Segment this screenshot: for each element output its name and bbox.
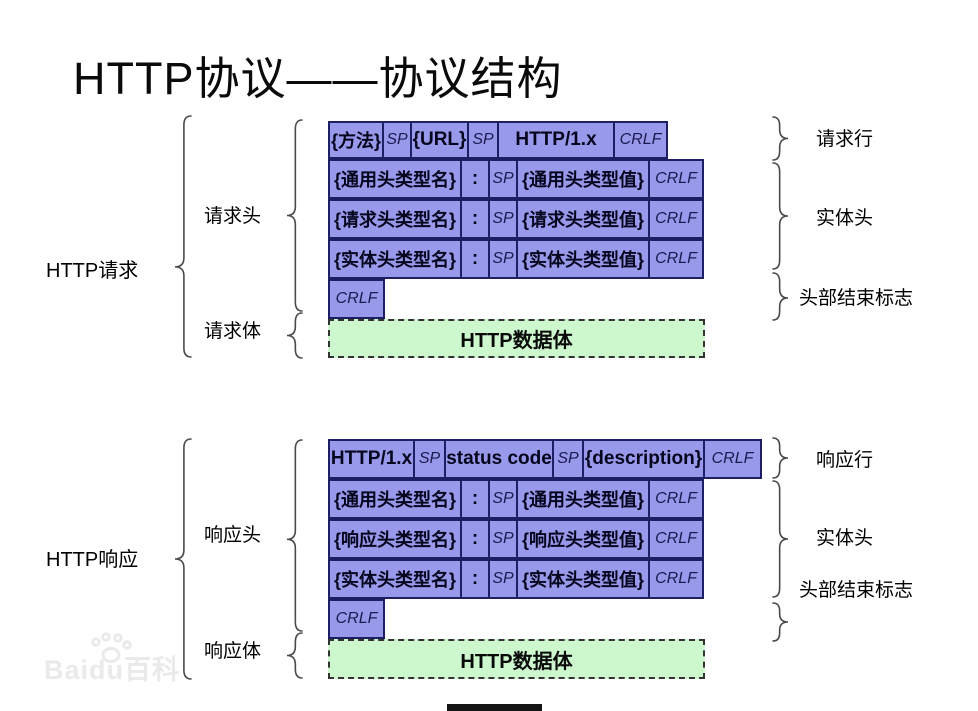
annotation-request-line: 请求行 [816, 129, 874, 150]
brace-response-headers [286, 439, 303, 632]
crlf-cell: CRLF [648, 159, 704, 199]
response-line-row: HTTP/1.x SP {status code} SP {descriptio… [328, 439, 762, 479]
response-description-cell: {description} [582, 439, 705, 479]
header-value-cell: {实体头类型值} [516, 239, 650, 279]
request-http-version-cell: HTTP/1.x [497, 121, 615, 159]
response-crlf-cell: CRLF [703, 439, 762, 479]
header-value-cell: {通用头类型值} [516, 159, 650, 199]
brace-request-headers [286, 119, 303, 312]
sp-cell: SP [488, 159, 518, 199]
label-http-response: HTTP响应 [46, 549, 139, 571]
crlf-cell: CRLF [648, 479, 704, 519]
brace-response-group [174, 438, 192, 680]
brace-response-entity-headers [772, 480, 789, 598]
annotation-response-headers-end: 头部结束标志 [799, 580, 914, 601]
brace-request-entity-headers [772, 162, 789, 270]
colon-cell: : [460, 239, 490, 279]
crlf-cell: CRLF [648, 199, 704, 239]
colon-cell: : [460, 559, 490, 599]
response-headers-end-crlf: CRLF [328, 599, 385, 639]
request-data-body: HTTP数据体 [328, 319, 705, 358]
response-sp-cell: SP [552, 439, 584, 479]
request-line-row: {方法} SP {URL} SP HTTP/1.x CRLF [328, 121, 668, 159]
label-response-headers: 响应头 [204, 525, 262, 546]
request-headers-end-crlf: CRLF [328, 279, 385, 319]
response-http-version-cell: HTTP/1.x [328, 439, 415, 479]
brace-request-group [174, 115, 192, 358]
response-sp-cell: SP [413, 439, 446, 479]
request-url-cell: {URL} [410, 121, 469, 159]
request-header-row: {实体头类型名} : SP {实体头类型值} CRLF [328, 239, 704, 279]
response-header-row: {通用头类型名} : SP {通用头类型值} CRLF [328, 479, 704, 519]
baidu-watermark: Baidu百科 [44, 655, 181, 685]
request-header-row: {通用头类型名} : SP {通用头类型值} CRLF [328, 159, 704, 199]
header-name-cell: {实体头类型名} [328, 559, 462, 599]
brace-response-body [286, 632, 303, 679]
label-request-headers: 请求头 [204, 206, 262, 227]
crlf-cell: CRLF [648, 239, 704, 279]
sp-cell: SP [488, 479, 518, 519]
header-value-cell: {通用头类型值} [516, 479, 650, 519]
request-method-cell: {方法} [328, 121, 384, 159]
brace-request-line [772, 116, 789, 161]
annotation-request-entity-headers: 实体头 [816, 208, 874, 229]
request-header-row: {请求头类型名} : SP {请求头类型值} CRLF [328, 199, 704, 239]
crlf-cell: CRLF [648, 519, 704, 559]
header-name-cell: {请求头类型名} [328, 199, 462, 239]
response-data-body: HTTP数据体 [328, 639, 705, 679]
annotation-response-entity-headers: 实体头 [816, 528, 874, 549]
header-value-cell: {实体头类型值} [516, 559, 650, 599]
header-name-cell: {通用头类型名} [328, 479, 462, 519]
request-sp-cell: SP [467, 121, 499, 159]
colon-cell: : [460, 519, 490, 559]
sp-cell: SP [488, 559, 518, 599]
request-crlf-cell: CRLF [613, 121, 668, 159]
label-request-body: 请求体 [204, 321, 262, 342]
header-name-cell: {实体头类型名} [328, 239, 462, 279]
brace-response-line [772, 437, 789, 479]
header-value-cell: {请求头类型值} [516, 199, 650, 239]
response-status-code-cell: {status code} [444, 439, 554, 479]
brace-response-headers-end [772, 602, 789, 642]
annotation-response-line: 响应行 [816, 450, 874, 471]
response-header-row: {响应头类型名} : SP {响应头类型值} CRLF [328, 519, 704, 559]
colon-cell: : [460, 159, 490, 199]
brace-request-body [286, 312, 303, 359]
header-name-cell: {通用头类型名} [328, 159, 462, 199]
sp-cell: SP [488, 239, 518, 279]
page-title: HTTP协议——协议结构 [73, 53, 563, 104]
slide-bottom-edge-bar [447, 704, 542, 711]
brace-request-headers-end [772, 272, 789, 321]
annotation-request-headers-end: 头部结束标志 [799, 288, 914, 309]
label-response-body: 响应体 [204, 641, 262, 662]
response-header-row: {实体头类型名} : SP {实体头类型值} CRLF [328, 559, 704, 599]
sp-cell: SP [488, 199, 518, 239]
request-sp-cell: SP [382, 121, 412, 159]
sp-cell: SP [488, 519, 518, 559]
colon-cell: : [460, 199, 490, 239]
crlf-cell: CRLF [648, 559, 704, 599]
baidu-paw-icon [88, 632, 134, 671]
label-http-request: HTTP请求 [46, 260, 139, 282]
colon-cell: : [460, 479, 490, 519]
header-name-cell: {响应头类型名} [328, 519, 462, 559]
header-value-cell: {响应头类型值} [516, 519, 650, 559]
